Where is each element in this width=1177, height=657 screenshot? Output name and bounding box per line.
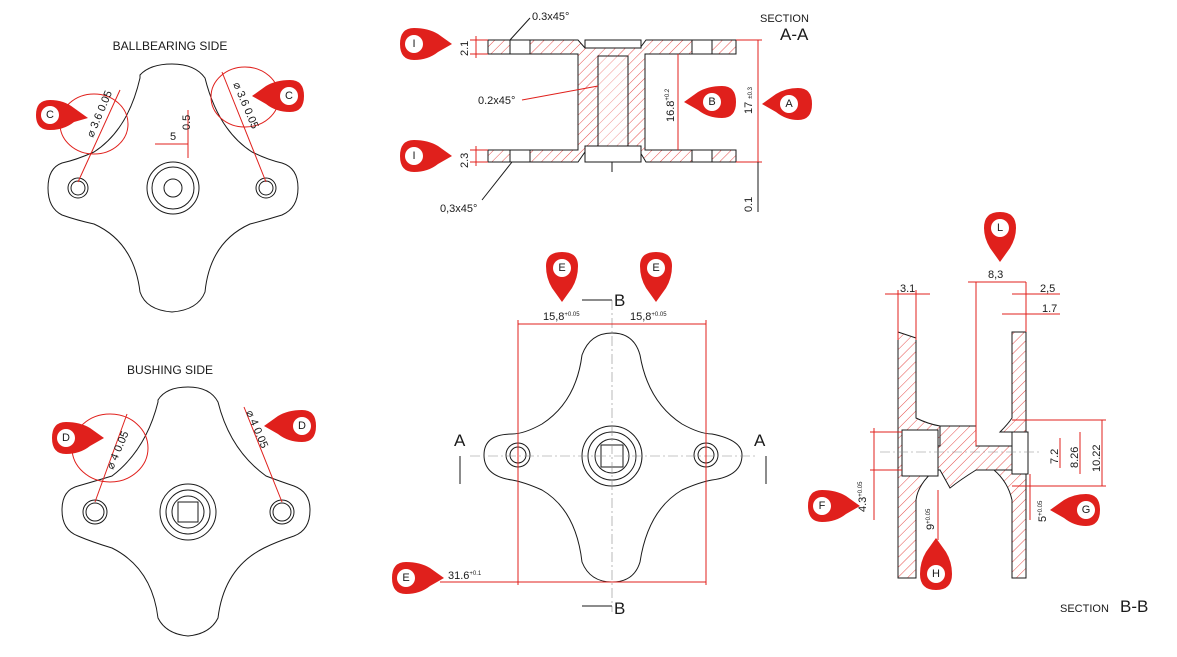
marker-a[interactable]: A xyxy=(762,88,812,120)
bb-8-26-dim: 8.26 xyxy=(1069,447,1081,468)
section-bb-id: B-B xyxy=(1120,597,1148,616)
bb-bore-right-dim: 5+0.05 xyxy=(1037,500,1049,522)
bb-hole-right-dim: ⌀ 3.6 0.05 xyxy=(230,80,260,130)
bs-hole-left-dim: ⌀ 4 0.05 xyxy=(105,429,132,471)
svg-text:A: A xyxy=(785,98,793,110)
bushing-side-title: BUSHING SIDE xyxy=(127,363,213,377)
aa-chamfer-bot-dim: 0,3x45° xyxy=(440,203,477,215)
marker-e-top-right[interactable]: E xyxy=(640,252,672,302)
svg-text:I: I xyxy=(412,38,415,50)
bb-right-bore xyxy=(1011,431,1029,475)
svg-text:G: G xyxy=(1082,504,1091,516)
marker-e-bottom[interactable]: E xyxy=(392,562,444,594)
svg-text:L: L xyxy=(997,222,1003,234)
bb-10-22-dim: 10.22 xyxy=(1091,444,1103,472)
svg-text:B: B xyxy=(708,96,715,108)
marker-c-left[interactable]: C xyxy=(36,100,88,130)
cut-marker-a-right: A xyxy=(754,431,766,450)
svg-text:H: H xyxy=(932,568,940,580)
bushing-hole-left xyxy=(82,499,108,525)
aa-inner-height-dim: 16.8+0.2 xyxy=(665,88,677,122)
ballbearing-hole-left xyxy=(67,177,89,199)
svg-text:F: F xyxy=(819,500,826,512)
bushing-square-hole xyxy=(177,501,199,523)
section-aa-view: SECTION A-A 2.1 2.3 16.8+0.2 17 ±0.3 0.1… xyxy=(440,11,809,215)
ballbearing-bore-inner xyxy=(151,166,195,210)
ballbearing-center-hole xyxy=(163,178,183,198)
front-view: 15,8+0.05 15,8+0.05 31.6+0.1 A A B B xyxy=(440,291,767,618)
marker-g[interactable]: G xyxy=(1050,494,1100,526)
bushing-outline xyxy=(61,386,311,637)
marker-d-right[interactable]: D xyxy=(264,410,316,442)
marker-l[interactable]: L xyxy=(984,212,1016,262)
bb-hole-left-dim: ⌀ 3.6 0.05 xyxy=(85,89,115,139)
front-total-dim: 31.6+0.1 xyxy=(448,570,482,582)
aa-gap-dim: 0.1 xyxy=(743,197,755,212)
aa-chamfer-top-dim: 0.3x45° xyxy=(532,11,569,23)
aa-chamfer-mid-dim: 0.2x45° xyxy=(478,95,515,107)
bb-1-7-dim: 1.7 xyxy=(1042,303,1057,315)
svg-text:D: D xyxy=(62,432,70,444)
bb-3-1-dim: 3.1 xyxy=(900,283,915,295)
aa-flange-bot-dim: 2.3 xyxy=(459,153,471,168)
ballbearing-hole-right xyxy=(255,177,277,199)
ballbearing-outline xyxy=(47,63,299,313)
section-bb-view: SECTION B-B 3.1 8,3 2,5 1.7 7.2 8.26 10.… xyxy=(857,269,1148,616)
bushing-side-view: BUSHING SIDE ⌀ 4 0.05 ⌀ 4 0.05 xyxy=(61,363,311,637)
bb-7-2-dim: 7.2 xyxy=(1049,449,1061,464)
bb-offset-y-dim: 0.5 xyxy=(181,115,193,130)
marker-e-top-left[interactable]: E xyxy=(546,252,578,302)
cut-marker-b-top: B xyxy=(614,291,625,310)
bb-bore-left-dim: 4.3+0.05 xyxy=(857,481,869,512)
svg-text:C: C xyxy=(46,109,54,121)
bushing-bore-outer xyxy=(159,483,217,541)
marker-d-left[interactable]: D xyxy=(52,422,104,454)
cut-marker-a-left: A xyxy=(454,431,466,450)
svg-text:C: C xyxy=(285,90,293,102)
section-bb-prefix: SECTION xyxy=(1060,603,1109,615)
svg-text:E: E xyxy=(402,572,409,584)
bb-2-5-dim: 2,5 xyxy=(1040,283,1055,295)
marker-c-right[interactable]: C xyxy=(252,80,304,112)
ballbearing-side-title: BALLBEARING SIDE xyxy=(113,39,228,53)
bb-offset-x-dim: 5 xyxy=(170,131,176,143)
aa-total-height-dim: 17 ±0.3 xyxy=(743,86,755,114)
marker-b[interactable]: B xyxy=(684,86,736,118)
section-aa-prefix: SECTION xyxy=(760,13,809,25)
bb-bore-mid-dim: 9+0.05 xyxy=(925,508,937,530)
bs-hole-right-dim: ⌀ 4 0.05 xyxy=(243,408,270,450)
bushing-hole-right xyxy=(269,499,295,525)
marker-i-top[interactable]: I xyxy=(400,28,452,60)
front-outline xyxy=(483,332,743,583)
marker-i-bottom[interactable]: I xyxy=(400,140,452,172)
front-right-dim: 15,8+0.05 xyxy=(630,311,667,323)
ballbearing-bore-outer xyxy=(146,161,200,215)
marker-h[interactable]: H xyxy=(920,538,952,590)
svg-text:E: E xyxy=(652,262,659,274)
cut-marker-b-bottom: B xyxy=(614,599,625,618)
svg-text:I: I xyxy=(412,150,415,162)
marker-f[interactable]: F xyxy=(808,490,860,522)
front-left-dim: 15,8+0.05 xyxy=(543,311,580,323)
bb-8-3-dim: 8,3 xyxy=(988,269,1003,281)
bb-left-bore xyxy=(901,429,939,477)
aa-flange-top-dim: 2.1 xyxy=(459,41,471,56)
section-aa-id: A-A xyxy=(780,25,809,44)
svg-text:D: D xyxy=(298,420,306,432)
svg-text:E: E xyxy=(558,262,565,274)
ballbearing-side-view: BALLBEARING SIDE ⌀ 3.6 0.05 ⌀ 3.6 0.05 5… xyxy=(47,39,299,313)
